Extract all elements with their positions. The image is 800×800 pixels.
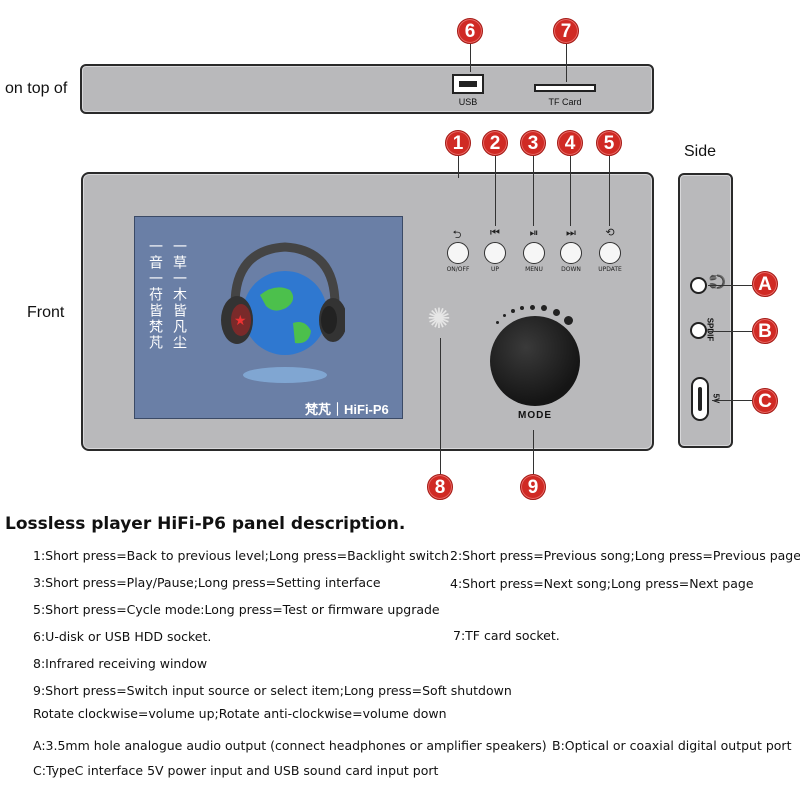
- display-screen: 一音一苻皆梵芃 一草一木皆凡尘 ★ 梵芃｜HiFi-P6: [134, 216, 403, 419]
- screen-brand: 梵芃｜HiFi-P6: [305, 402, 389, 417]
- on-top-of-label: on top of: [5, 80, 68, 97]
- volume-dot: [553, 309, 560, 316]
- svg-text:★: ★: [234, 313, 247, 329]
- volume-dot: [503, 314, 506, 317]
- leader-4: [570, 156, 571, 226]
- top-panel: USB TF Card: [80, 64, 654, 114]
- badge-a: A: [752, 271, 778, 297]
- update-caption: UPDATE: [598, 266, 622, 273]
- usb-label: USB: [458, 97, 478, 107]
- on-off-button[interactable]: [447, 242, 469, 264]
- badge-8: 8: [427, 474, 453, 500]
- menu-button[interactable]: [523, 242, 545, 264]
- screen-poem-col1: 一音一苻皆梵芃: [147, 239, 163, 351]
- menu-caption: MENU: [525, 266, 543, 273]
- badge-9: 9: [520, 474, 546, 500]
- leader-5: [609, 156, 610, 226]
- mode-knob[interactable]: [490, 316, 580, 406]
- update-button[interactable]: [599, 242, 621, 264]
- side-label: Side: [684, 143, 717, 160]
- badge-5: 5: [596, 130, 622, 156]
- up-button[interactable]: [484, 242, 506, 264]
- usb-port: [452, 74, 484, 94]
- tf-card-slot: [534, 84, 596, 92]
- screen-poem-col2: 一草一木皆凡尘: [171, 239, 187, 351]
- leader-3: [533, 156, 534, 226]
- desc-3: 3:Short press=Play/Pause;Long press=Sett…: [33, 575, 381, 590]
- up-caption: UP: [490, 266, 499, 273]
- leader-1: [458, 156, 459, 178]
- desc-c: C:TypeC interface 5V power input and USB…: [33, 763, 439, 778]
- leader-6: [470, 44, 471, 72]
- leader-b: [708, 331, 752, 332]
- 5v-label: 5V: [711, 393, 721, 404]
- desc-5: 5:Short press=Cycle mode:Long press=Test…: [33, 602, 440, 617]
- leader-9: [533, 430, 534, 474]
- down-button[interactable]: [560, 242, 582, 264]
- badge-3: 3: [520, 130, 546, 156]
- volume-dot: [541, 305, 547, 311]
- cycle-icon: ⟲: [605, 226, 615, 239]
- desc-9b: Rotate clockwise=volume up;Rotate anti-c…: [33, 706, 447, 721]
- next-track-icon: ⏭: [566, 226, 576, 239]
- desc-9: 9:Short press=Switch input source or sel…: [33, 683, 512, 698]
- leader-2: [495, 156, 496, 226]
- back-arrow-icon: ⮌: [452, 228, 462, 241]
- desc-4: 4:Short press=Next song;Long press=Next …: [450, 576, 754, 591]
- desc-a: A:3.5mm hole analogue audio output (conn…: [33, 738, 547, 753]
- play-pause-icon: ⏯: [529, 226, 539, 239]
- down-caption: DOWN: [561, 266, 581, 273]
- on-off-caption: ON/OFF: [446, 266, 470, 273]
- desc-b: B:Optical or coaxial digital output port: [552, 738, 792, 753]
- desc-2: 2:Short press=Previous song;Long press=P…: [450, 548, 800, 563]
- volume-dot: [496, 321, 499, 324]
- desc-7: 7:TF card socket.: [453, 628, 560, 643]
- leader-c: [712, 400, 752, 401]
- badge-4: 4: [557, 130, 583, 156]
- description-title: Lossless player HiFi-P6 panel descriptio…: [5, 514, 406, 534]
- spdif-jack: [690, 322, 707, 339]
- type-c-port: [691, 377, 709, 421]
- desc-8: 8:Infrared receiving window: [33, 656, 208, 671]
- leader-a: [708, 285, 752, 286]
- headphone-jack: [690, 277, 707, 294]
- headphones-globe-icon: ★: [221, 242, 345, 383]
- badge-1: 1: [445, 130, 471, 156]
- infrared-window-icon: ✺: [427, 302, 451, 335]
- badge-c: C: [752, 388, 778, 414]
- badge-2: 2: [482, 130, 508, 156]
- tf-card-label: TF Card: [548, 97, 582, 107]
- desc-1: 1:Short press=Back to previous level;Lon…: [33, 548, 450, 563]
- desc-6: 6:U-disk or USB HDD socket.: [33, 629, 212, 644]
- volume-dot: [520, 306, 524, 310]
- front-label: Front: [27, 304, 65, 321]
- badge-b: B: [752, 318, 778, 344]
- badge-6: 6: [457, 18, 483, 44]
- badge-7: 7: [553, 18, 579, 44]
- volume-dot: [564, 316, 573, 325]
- previous-track-icon: ⏮: [490, 226, 500, 239]
- mode-label: MODE: [518, 410, 552, 421]
- leader-7: [566, 44, 567, 82]
- volume-dot: [530, 305, 535, 310]
- leader-8: [440, 338, 441, 474]
- volume-dot: [511, 309, 515, 313]
- headphone-icon: 🎧: [708, 273, 725, 291]
- spdif-label: SPDIF: [705, 317, 715, 342]
